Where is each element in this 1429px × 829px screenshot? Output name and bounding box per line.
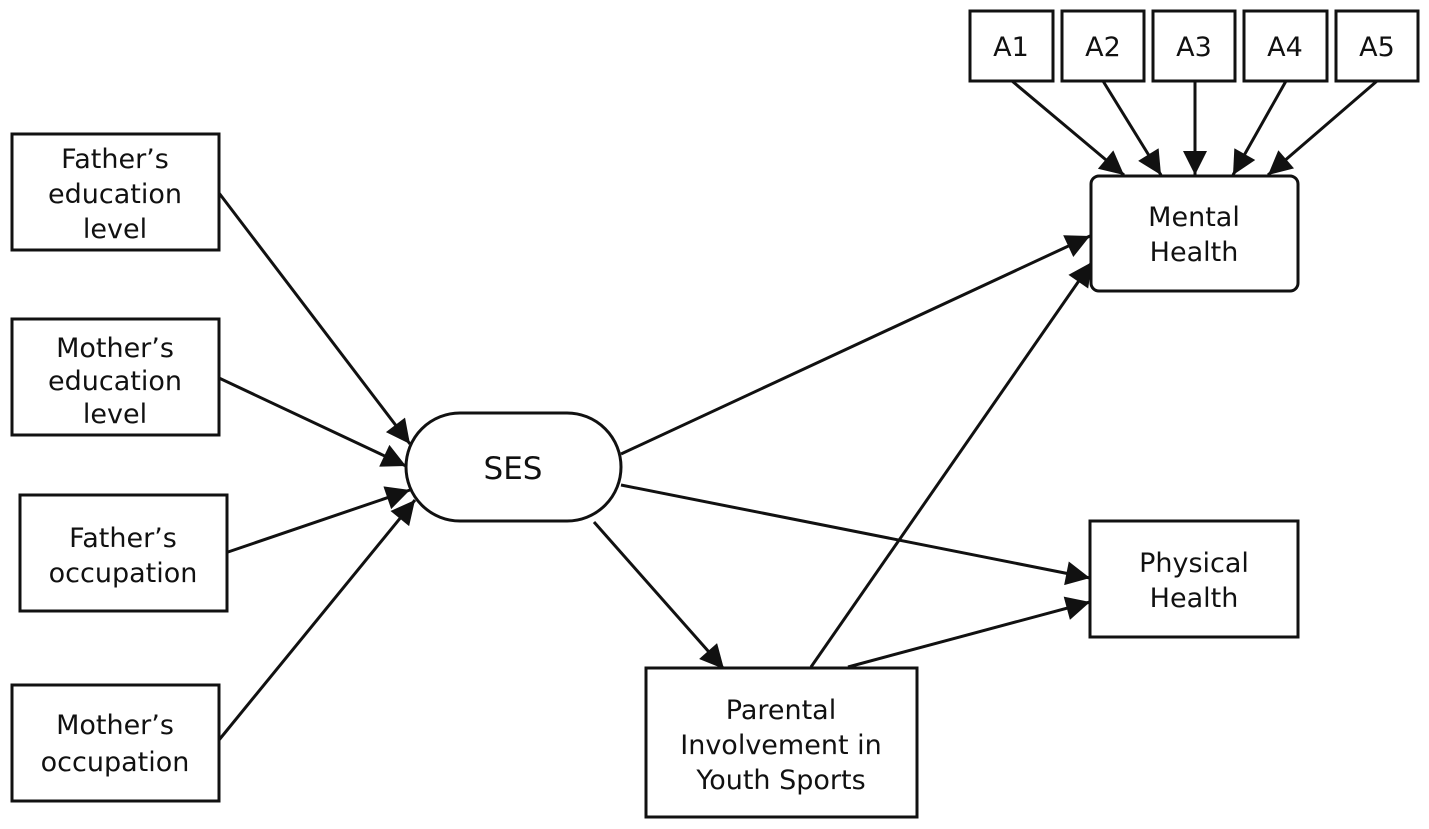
- node-father-occupation: Father’s occupation: [18, 493, 229, 613]
- node-label-line: Youth Sports: [695, 765, 865, 796]
- nodes-group: Father’s education level Mother’s educat…: [10, 9, 1420, 819]
- node-label-line: Physical: [1139, 548, 1249, 579]
- node-label-line: Mother’s: [56, 333, 174, 364]
- node-label-line: Parental: [726, 695, 836, 726]
- node-a1: A1: [968, 9, 1055, 83]
- node-mother-occupation: Mother’s occupation: [10, 683, 221, 803]
- node-label-line: Father’s: [69, 523, 177, 554]
- edge-parental-to-physical-health: [847, 596, 1091, 669]
- node-physical-health: Physical Health: [1088, 519, 1300, 639]
- node-label-line: A4: [1267, 32, 1303, 63]
- node-a3: A3: [1151, 9, 1237, 83]
- node-parental-involvement: Parental Involvement in Youth Sports: [644, 666, 919, 819]
- node-mental-health: Mental Health: [1089, 174, 1300, 293]
- node-label-line: level: [83, 214, 147, 245]
- node-label-line: A5: [1359, 32, 1395, 63]
- edges-group: [217, 79, 1378, 741]
- node-label-line: occupation: [41, 747, 190, 778]
- edge-parental-to-mental-health: [809, 261, 1094, 668]
- node-label-line: occupation: [49, 558, 198, 589]
- node-a5: A5: [1334, 9, 1420, 83]
- node-a2: A2: [1060, 9, 1146, 83]
- edge-ses-to-parental-involvement: [592, 521, 726, 670]
- node-label-line: SES: [484, 451, 543, 487]
- node-label-line: A1: [993, 32, 1029, 63]
- edge-mother-occ-to-ses: [217, 499, 417, 741]
- node-label-line: A2: [1085, 32, 1121, 63]
- edge-father-occ-to-ses: [227, 486, 411, 554]
- node-mother-education-level: Mother’s education level: [10, 317, 221, 437]
- node-label-line: Mental: [1148, 202, 1240, 233]
- edge-ses-to-mental-health: [620, 234, 1091, 456]
- edge-a5-to-mental-health: [1267, 79, 1378, 177]
- node-ses: SES: [404, 411, 623, 523]
- node-father-education-level: Father’s education level: [10, 132, 221, 252]
- edge-a2-to-mental-health: [1101, 80, 1163, 176]
- edge-a4-to-mental-health: [1231, 80, 1288, 176]
- node-label-line: level: [83, 399, 147, 430]
- node-label-line: education: [48, 366, 182, 397]
- node-label-line: Mother’s: [56, 710, 174, 741]
- node-label-line: A3: [1176, 32, 1212, 63]
- edge-a1-to-mental-health: [1011, 79, 1125, 177]
- node-label-line: Involvement in: [680, 730, 881, 761]
- edge-father-edu-to-ses: [217, 192, 412, 445]
- edge-ses-to-physical-health: [620, 483, 1091, 586]
- edge-mother-edu-to-ses: [218, 376, 407, 468]
- node-label-line: education: [48, 179, 182, 210]
- node-label-line: Health: [1150, 583, 1239, 614]
- node-label-line: Health: [1150, 237, 1239, 268]
- node-a4: A4: [1242, 9, 1329, 83]
- node-label-line: Father’s: [61, 144, 169, 175]
